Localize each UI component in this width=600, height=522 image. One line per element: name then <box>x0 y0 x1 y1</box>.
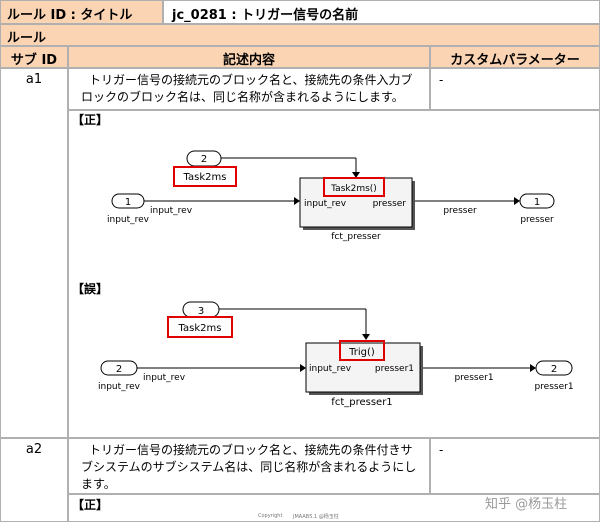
wrong-subsystem-out-port: presser1 <box>375 364 414 374</box>
footer-copyright: Copyright <box>258 513 283 519</box>
output-signal-label: presser <box>443 206 477 216</box>
output-port <box>519 193 555 209</box>
row-a1-param: - <box>430 68 600 110</box>
rule-id-label: ルール ID : タイトル <box>0 0 163 24</box>
wrong-trigger-label: Trig() <box>348 347 375 358</box>
subsystem-in-port: input_rev <box>304 199 347 209</box>
wrong-subsystem-in-port: input_rev <box>309 364 352 374</box>
column-header-content: 記述内容 <box>68 46 430 68</box>
input-port-num: 1 <box>125 197 131 208</box>
rule-id-value: jc_0281 : トリガー信号の名前 <box>163 0 600 24</box>
wrong-trigger-port-num: 3 <box>198 306 204 317</box>
wrong-subsystem-block <box>305 342 421 393</box>
wrong-output-port-num: 2 <box>551 364 557 375</box>
wrong-input-port-name: input_rev <box>98 382 141 392</box>
correct-label: 【正】 <box>72 113 109 127</box>
wrong-output-port <box>535 360 573 376</box>
footer-source: JMAAB5.1 @杨玉柱 <box>293 514 339 520</box>
output-port-num: 1 <box>534 197 540 208</box>
watermark: 知乎 @杨玉柱 <box>485 497 568 512</box>
trigger-block-highlight <box>173 166 237 187</box>
wrong-label: 【誤】 <box>72 282 109 296</box>
input-signal-label: input_rev <box>150 206 193 216</box>
row-a2-param: - <box>430 438 600 494</box>
row-a2-id: a2 <box>0 438 68 522</box>
wrong-trigger-block-name: Task2ms <box>178 323 222 334</box>
trigger-port-num: 2 <box>201 154 207 165</box>
wrong-subsystem-name: fct_presser1 <box>331 397 392 408</box>
input-port-name: input_rev <box>107 215 150 225</box>
trigger-block-name: Task2ms <box>183 172 227 183</box>
wrong-input-signal-label: input_rev <box>143 373 186 383</box>
section-label: ルール <box>0 24 600 46</box>
row-a1-id: a1 <box>0 68 68 438</box>
trigger-label: Task2ms() <box>330 184 377 194</box>
wrong-output-signal-label: presser1 <box>454 373 493 383</box>
row-a2-diagram-area <box>68 494 600 522</box>
wrong-trigger-block-highlight <box>167 316 233 338</box>
row-a2-text: トリガー信号の接続元のブロック名と、接続先の条件付きサブシステムのサブシステム名… <box>68 438 430 494</box>
wrong-trigger-label-highlight <box>339 340 385 361</box>
subsystem-block <box>299 177 413 228</box>
column-header-sub-id: サブ ID <box>0 46 68 68</box>
wrong-output-port-name: presser1 <box>534 382 573 392</box>
row-a2-correct-label: 【正】 <box>72 498 109 512</box>
subsystem-out-port: presser <box>373 199 407 209</box>
trigger-label-highlight <box>323 177 385 197</box>
output-port-name: presser <box>520 215 554 225</box>
column-header-custom-params: カスタムパラメーター <box>430 46 600 68</box>
wrong-input-port-num: 2 <box>116 364 122 375</box>
row-a1-text: トリガー信号の接続元のブロック名と、接続先の条件入力ブロックのブロック名は、同じ… <box>68 68 430 110</box>
subsystem-name: fct_presser <box>331 232 381 242</box>
